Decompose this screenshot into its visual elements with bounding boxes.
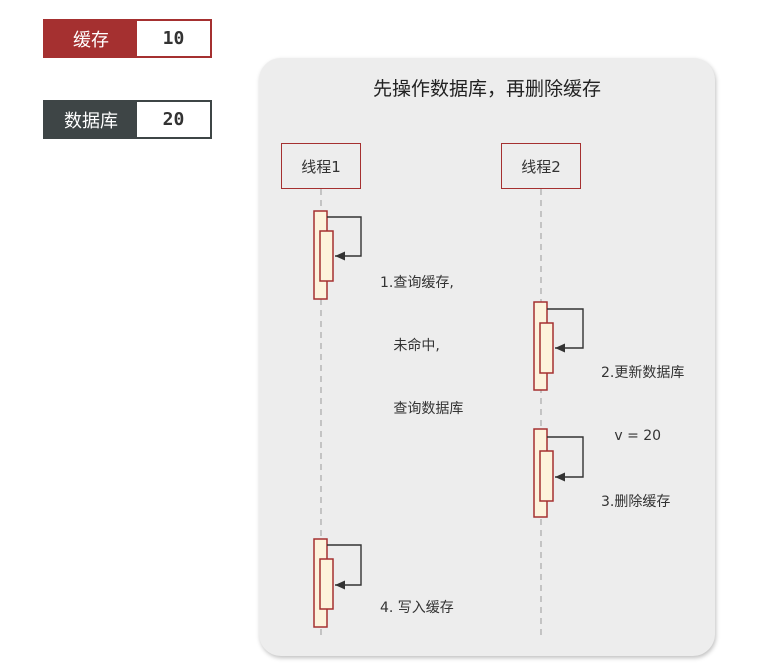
step-3-note: 3.删除缓存 <box>601 450 670 555</box>
step-2-line-1: 2.更新数据库 <box>601 365 685 381</box>
step-3-line-1: 3.删除缓存 <box>601 494 671 510</box>
step-2-note: 2.更新数据库 v = 20 <box>601 321 684 489</box>
database-value-box: 数据库 20 <box>43 100 212 139</box>
step-4-note: 4. 写入缓存 <box>380 556 454 661</box>
database-label: 数据库 <box>45 102 137 137</box>
step-1-line-1: 1.查询缓存, <box>380 275 454 291</box>
diagram-title: 先操作数据库，再删除缓存 <box>372 78 601 100</box>
cache-label: 缓存 <box>45 21 137 56</box>
step-1-line-3: 查询数据库 <box>380 401 464 417</box>
step-2-line-2: v = 20 <box>601 428 662 444</box>
cache-value-box: 缓存 10 <box>43 19 212 58</box>
step-1-line-2: 未命中, <box>380 338 440 354</box>
step-4-line-1: 4. 写入缓存 <box>380 600 454 616</box>
thread-2-box: 线程2 <box>501 143 581 189</box>
thread-1-box: 线程1 <box>281 143 361 189</box>
step-1-note: 1.查询缓存, 未命中, 查询数据库 <box>380 231 463 462</box>
database-value: 20 <box>137 102 210 137</box>
cache-value: 10 <box>137 21 210 56</box>
